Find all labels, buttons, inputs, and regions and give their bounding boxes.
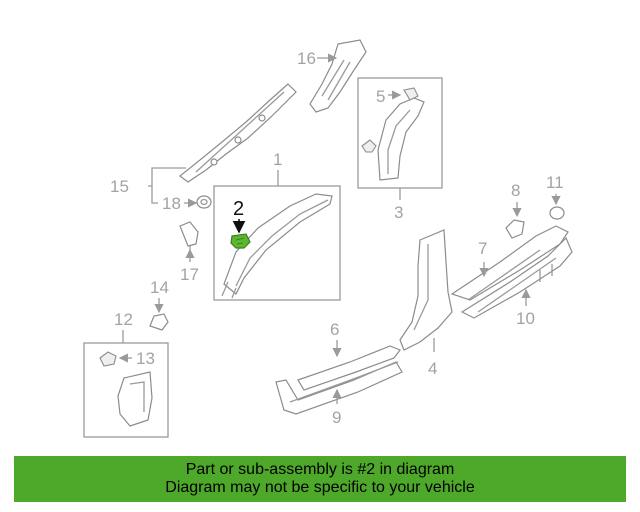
- part-1-bounding-box: [213, 185, 341, 301]
- part-16-upper-pillar-trim: 16: [297, 39, 367, 113]
- callout-17: 17: [180, 265, 199, 284]
- part-6-9-sill-plates: 6 9: [275, 320, 403, 427]
- banner-line-1: Part or sub-assembly is #2 in diagram: [185, 461, 455, 478]
- part-4-pillar-trim: 4: [399, 229, 453, 378]
- callout-1: 1: [273, 150, 282, 169]
- callout-9: 9: [332, 408, 341, 427]
- callout-14: 14: [150, 278, 169, 297]
- part-11-cap: 11: [546, 173, 565, 220]
- part-2-highlighted-clip: 2: [230, 198, 251, 249]
- part-8-clip: 8: [505, 181, 525, 239]
- callout-16: 16: [297, 49, 316, 68]
- part-12-group: 12 13: [83, 310, 169, 438]
- part-14-fastener: 14: [149, 278, 169, 331]
- notice-banner: Part or sub-assembly is #2 in diagram Di…: [14, 456, 626, 502]
- callout-4: 4: [428, 359, 437, 378]
- callout-3: 3: [394, 203, 403, 222]
- part-7-10-rear-trims: 7 10: [450, 225, 573, 328]
- part-1-group: 1: [213, 150, 341, 301]
- part-3-group: 5 3: [357, 77, 443, 222]
- callout-15: 15: [110, 177, 129, 196]
- callout-13: 13: [136, 349, 155, 368]
- exploded-parts-diagram: 16 15 18 17 1 2: [83, 39, 573, 438]
- callout-2: 2: [233, 198, 244, 220]
- callout-6: 6: [330, 320, 339, 339]
- part-12-bounding-box: [83, 342, 169, 438]
- callout-5: 5: [376, 87, 385, 106]
- callout-8: 8: [511, 181, 520, 200]
- callout-10: 10: [516, 309, 535, 328]
- part-18-washer: 18: [162, 194, 212, 213]
- callout-12: 12: [114, 310, 133, 329]
- callout-7: 7: [478, 239, 487, 258]
- part-15-side-rail: 15: [110, 83, 297, 204]
- callout-18: 18: [162, 194, 181, 213]
- part-17-clip: 17: [179, 221, 199, 284]
- banner-line-2: Diagram may not be specific to your vehi…: [165, 479, 475, 496]
- callout-11: 11: [546, 173, 564, 192]
